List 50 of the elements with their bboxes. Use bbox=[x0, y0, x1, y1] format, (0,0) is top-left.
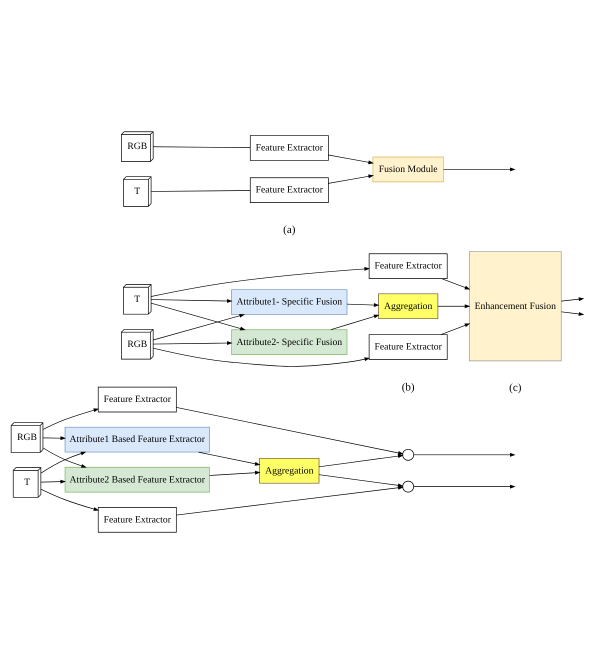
arrow bbox=[42, 448, 87, 468]
node-box: Attribute1 Based Feature Extractor bbox=[64, 426, 210, 452]
node-box: Enhancement Fusion bbox=[468, 251, 562, 362]
connector bbox=[151, 190, 251, 192]
arrow bbox=[441, 278, 470, 290]
node-box: Aggregation bbox=[259, 458, 320, 484]
arrow bbox=[560, 297, 584, 302]
arrow bbox=[40, 488, 100, 511]
arrow bbox=[209, 470, 261, 476]
node-circle bbox=[402, 448, 414, 461]
node-box: Attribute1- Specific Fusion bbox=[231, 289, 348, 315]
arrow bbox=[42, 436, 66, 440]
arrow bbox=[40, 452, 86, 474]
arrow bbox=[346, 303, 380, 307]
label: (a) bbox=[283, 224, 296, 236]
arrow bbox=[176, 486, 404, 516]
arrow bbox=[318, 454, 404, 468]
arrow bbox=[176, 407, 404, 455]
arrow bbox=[152, 314, 245, 340]
node-circle bbox=[402, 480, 414, 492]
arrow bbox=[40, 480, 66, 484]
node-box: Feature Extractor bbox=[98, 386, 177, 412]
arrow bbox=[42, 408, 100, 430]
arrow bbox=[150, 267, 370, 297]
label: (b) bbox=[402, 381, 415, 394]
node-box: Fusion Module bbox=[372, 156, 444, 182]
arrow bbox=[151, 299, 233, 303]
arrow bbox=[560, 311, 584, 316]
node-box: Feature Extractor bbox=[368, 334, 448, 360]
node-box: Attribute2 Based Feature Extractor bbox=[64, 466, 210, 492]
arrow bbox=[414, 484, 516, 489]
node-box: Feature Extractor bbox=[250, 177, 329, 203]
arrow bbox=[153, 348, 370, 367]
arrow bbox=[328, 154, 374, 164]
arrow bbox=[328, 174, 374, 184]
arrow bbox=[438, 304, 470, 308]
arrow bbox=[443, 167, 516, 172]
label: (c) bbox=[509, 382, 522, 394]
node-box: Feature Extractor bbox=[98, 507, 177, 533]
node-box: Aggregation bbox=[378, 293, 438, 320]
node-box: Attribute2- Specific Fusion bbox=[231, 329, 348, 355]
arrow bbox=[151, 302, 246, 330]
connector bbox=[152, 146, 250, 148]
node-box: Feature Extractor bbox=[368, 253, 448, 279]
arrow bbox=[318, 474, 404, 488]
arrow bbox=[198, 452, 260, 466]
node-box: Feature Extractor bbox=[250, 135, 329, 161]
arrow bbox=[414, 452, 516, 457]
arrow bbox=[440, 323, 470, 335]
arrow bbox=[152, 341, 233, 345]
